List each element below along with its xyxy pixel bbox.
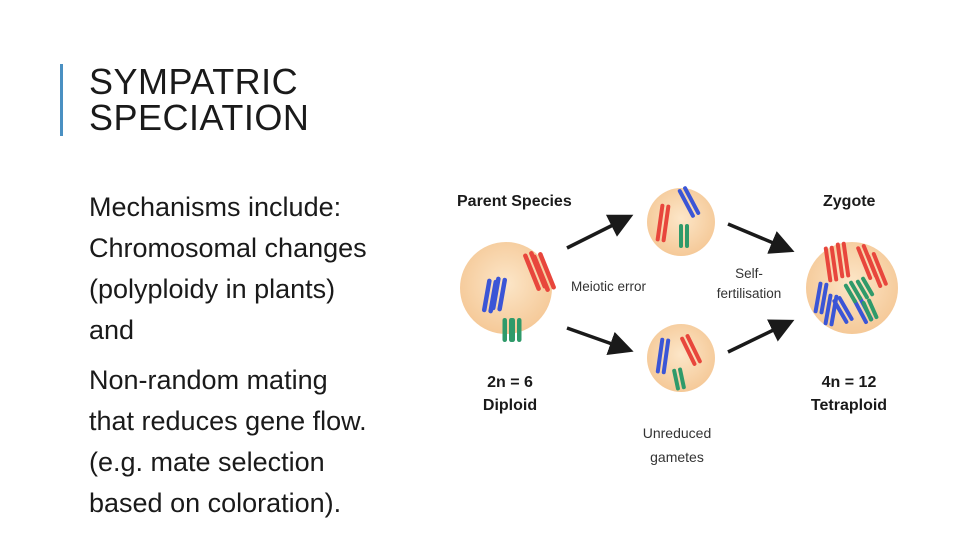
self-fertilisation-label-line-1: Self- <box>735 266 763 281</box>
top-gamete-cell <box>647 186 715 256</box>
slide-title-line-2: SPECIATION <box>89 100 309 136</box>
parent-species-label: Parent Species <box>457 193 572 210</box>
zygote-ploidy-label: 4n = 12 <box>822 374 877 391</box>
body-line: based on coloration). <box>89 488 341 518</box>
body-line: (polyploidy in plants) <box>89 274 335 304</box>
polyploidy-diagram: Parent Species Zygote Meiotic error Self… <box>445 160 925 480</box>
slide-title-line-1: SYMPATRIC <box>89 64 309 100</box>
arrow-to-bottom-gamete <box>567 328 629 350</box>
body-line: and <box>89 315 134 345</box>
zygote-type-label: Tetraploid <box>811 397 887 414</box>
body-line: (e.g. mate selection <box>89 447 325 477</box>
zygote-cell <box>806 241 898 334</box>
parent-ploidy-label: 2n = 6 <box>487 374 533 391</box>
arrow-to-top-gamete <box>567 217 629 248</box>
body-line: Chromosomal changes <box>89 233 367 263</box>
slide-body: Mechanisms include: Chromosomal changes … <box>89 187 434 524</box>
arrow-top-to-zygote <box>728 224 790 250</box>
body-line: Mechanisms include: <box>89 192 341 222</box>
parent-type-label: Diploid <box>483 397 537 414</box>
meiotic-error-label: Meiotic error <box>571 279 647 294</box>
unreduced-gametes-label-line-2: gametes <box>650 449 704 465</box>
body-line: that reduces gene flow. <box>89 406 367 436</box>
non-random-mating-paragraph: Non-random mating that reduces gene flow… <box>89 360 434 524</box>
mechanisms-paragraph: Mechanisms include: Chromosomal changes … <box>89 187 434 351</box>
bottom-gamete-cell <box>647 324 715 392</box>
self-fertilisation-label-line-2: fertilisation <box>717 286 782 301</box>
parent-cell <box>460 242 557 342</box>
unreduced-gametes-label-line-1: Unreduced <box>643 425 712 441</box>
slide-title: SYMPATRIC SPECIATION <box>89 64 309 136</box>
body-line: Non-random mating <box>89 365 328 395</box>
title-accent-bar <box>60 64 63 136</box>
arrow-bottom-to-zygote <box>728 322 790 352</box>
zygote-label: Zygote <box>823 193 876 210</box>
